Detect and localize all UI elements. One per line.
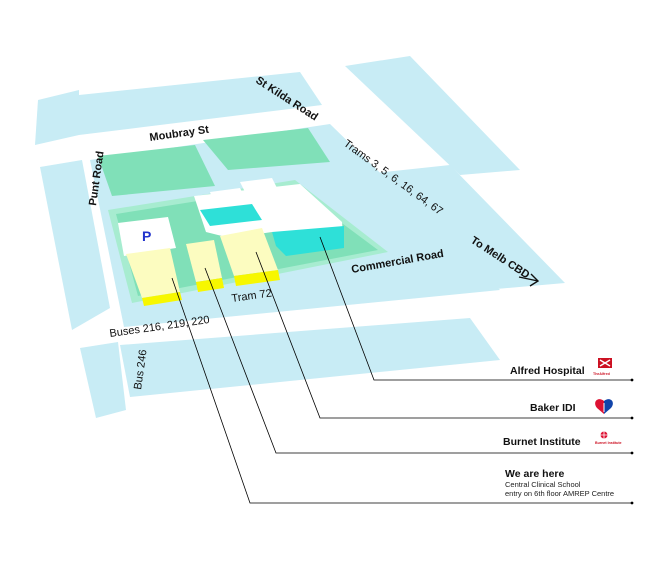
alfred-logo-text: TheAlfred — [593, 372, 610, 376]
burnet-institute-label: Burnet Institute — [503, 436, 581, 448]
alfred-wing-1 — [200, 204, 262, 226]
bus-246-label: Bus 246 — [132, 349, 150, 391]
burnet-building-top — [186, 240, 222, 282]
we-are-here-label: We are here — [505, 468, 564, 480]
block-south — [120, 318, 500, 397]
parking-label: P — [142, 228, 151, 244]
alfred-wing-3 — [240, 178, 278, 194]
moubray-st-label: Moubray St — [149, 124, 210, 144]
leader-line-alfred — [319, 236, 632, 381]
alfred-hospital-label: Alfred Hospital — [510, 365, 585, 377]
burnet-logo-text: Burnet Institute — [595, 441, 622, 445]
alfred-logo: TheAlfred — [593, 358, 612, 376]
alfred-building-side — [272, 226, 344, 256]
tram-72-label: Tram 72 — [231, 287, 273, 305]
block-west — [40, 160, 110, 330]
legend-dot-here — [630, 501, 634, 505]
legend-dot-alfred — [630, 378, 634, 382]
green-area-west — [98, 145, 215, 196]
we-are-here-line1: Central Clinical School — [505, 480, 581, 489]
parking-area — [118, 217, 176, 256]
block-east — [357, 165, 565, 290]
burnet-building-side — [196, 278, 224, 292]
block-north — [35, 90, 79, 145]
alfred-wing-2 — [210, 188, 246, 204]
baker-building-side — [234, 270, 280, 286]
amrep-building-top — [126, 248, 180, 298]
legend-dot-burnet — [630, 451, 634, 455]
leader-line-burnet — [204, 267, 632, 454]
legend-dot-baker — [630, 416, 634, 420]
block-east-north — [345, 56, 520, 175]
we-are-here-line2: entry on 6th floor AMREP Centre — [505, 489, 614, 498]
block-moubray-north — [79, 72, 322, 135]
baker-idi-label: Baker IDI — [530, 402, 576, 414]
burnet-logo: Burnet Institute — [595, 431, 622, 445]
leader-line-baker — [255, 251, 632, 419]
cbd-arrow-icon — [518, 273, 540, 287]
amrep-building-side — [142, 292, 182, 306]
leader-line-here — [171, 277, 632, 504]
block-southwest — [80, 342, 126, 418]
green-area-east — [203, 128, 330, 170]
baker-building-top — [220, 228, 278, 276]
baker-heart-icon — [595, 399, 613, 414]
